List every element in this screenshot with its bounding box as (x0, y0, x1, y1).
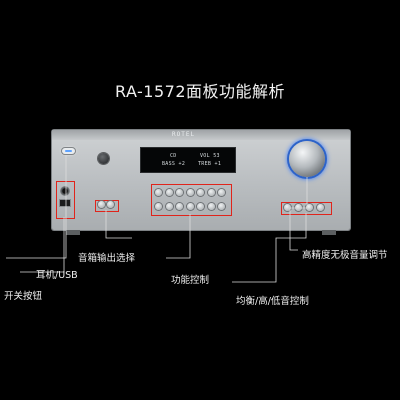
tone-button-2[interactable] (295, 204, 302, 211)
line-speaker-select (105, 210, 132, 239)
callout-tone: 均衡/高/低音控制 (236, 296, 309, 307)
tone-button-4[interactable] (317, 204, 324, 211)
ir-sensor-knob (98, 153, 109, 164)
front-display: CD VOL 53 BASS +2 TREB +1 (140, 147, 236, 173)
panel-foot-right (322, 230, 336, 235)
display-bass: BASS +2 (162, 161, 186, 167)
tone-button-3[interactable] (306, 204, 313, 211)
callout-power: 开关按钮 (4, 291, 43, 302)
line-power (6, 155, 67, 259)
line-function (166, 214, 191, 259)
function-button-top-1[interactable] (155, 189, 162, 196)
function-button-top-3[interactable] (176, 189, 183, 196)
function-button-bottom-2[interactable] (165, 203, 173, 210)
page-title: RA-1572面板功能解析 (114, 82, 286, 101)
callout-headphone-usb: 耳机/USB (36, 270, 78, 281)
speaker-select-highlight (95, 200, 119, 212)
function-button-top-6[interactable] (207, 189, 215, 196)
panel-foot-left (66, 230, 80, 235)
function-button-bottom-4[interactable] (186, 203, 194, 210)
function-button-bottom-7[interactable] (218, 203, 225, 210)
function-button-bottom-5[interactable] (197, 203, 204, 210)
function-button-top-5[interactable] (197, 189, 204, 196)
display-source: CD (170, 153, 177, 159)
power-led-icon (65, 150, 72, 152)
tone-highlight (281, 202, 332, 215)
callout-volume: 高精度无极音量调节 (302, 250, 388, 261)
speaker-b-button[interactable] (107, 201, 114, 208)
function-button-bottom-3[interactable] (176, 203, 183, 210)
function-button-bottom-6[interactable] (207, 203, 215, 210)
speaker-a-button[interactable] (98, 201, 105, 208)
headphone-jack-icon[interactable] (60, 186, 70, 196)
function-button-top-4[interactable] (186, 189, 194, 196)
line-headphone-usb (20, 217, 65, 273)
tone-button-1[interactable] (284, 204, 291, 211)
function-button-top-2[interactable] (165, 189, 173, 196)
volume-knob[interactable] (289, 141, 325, 177)
callout-function: 功能控制 (171, 275, 210, 286)
display-volume: VOL 53 (200, 153, 220, 159)
brand-logo: ROTEL (172, 131, 196, 138)
line-tone (232, 213, 307, 283)
callout-speaker-select: 音箱输出选择 (78, 253, 136, 264)
usb-port-icon[interactable] (60, 200, 70, 206)
function-button-bottom-1[interactable] (155, 203, 162, 210)
headphone-usb-highlight (56, 181, 75, 219)
line-volume (289, 177, 308, 251)
function-highlight (151, 184, 232, 216)
display-treble: TREB +1 (198, 161, 222, 167)
function-button-top-7[interactable] (218, 189, 225, 196)
